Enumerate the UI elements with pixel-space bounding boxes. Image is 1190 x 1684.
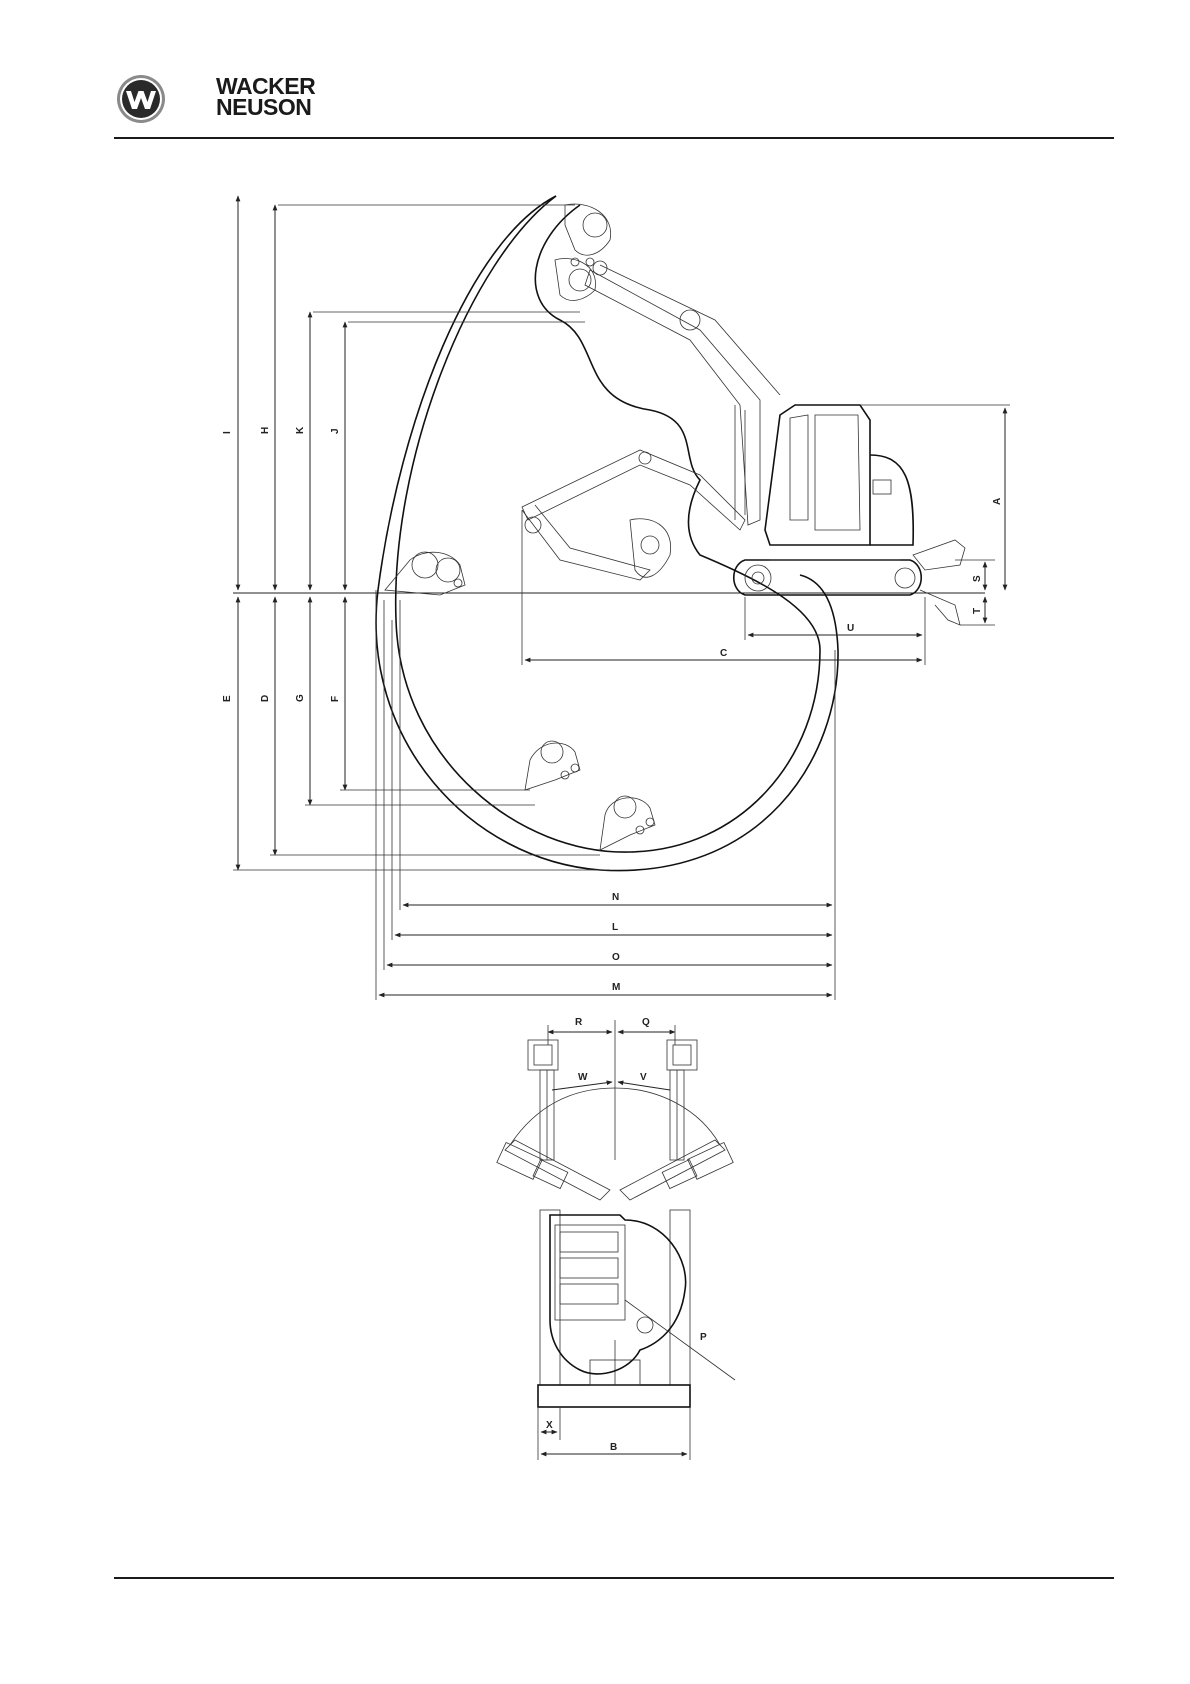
label-C: C [720, 648, 727, 659]
label-H: H [260, 427, 271, 434]
label-P: P [700, 1332, 707, 1343]
label-W: W [578, 1072, 588, 1083]
label-F: F [330, 696, 341, 702]
label-I: I [222, 431, 233, 434]
excavator-body [734, 405, 965, 625]
label-D: D [260, 695, 271, 702]
label-E: E [222, 695, 233, 702]
label-X: X [546, 1420, 553, 1431]
label-M: M [612, 982, 620, 993]
label-A: A [992, 498, 1003, 505]
boom-raised [585, 261, 780, 525]
footer-rule [114, 1577, 1114, 1579]
top-view: R Q W V P X B [497, 1017, 735, 1460]
top-undercarriage [538, 1210, 690, 1407]
boom-offset-right [667, 1040, 697, 1160]
top-upperstructure [550, 1215, 735, 1380]
horizontal-dimensions-upper [522, 510, 925, 665]
vertical-dimensions [233, 196, 610, 870]
label-N: N [612, 892, 619, 903]
label-U: U [847, 623, 854, 634]
bucket-dig-2 [600, 796, 655, 850]
label-S: S [972, 575, 983, 582]
label-G: G [295, 694, 306, 702]
reach-envelope-outer [376, 196, 838, 871]
right-dimensions [860, 405, 1010, 625]
label-R: R [575, 1017, 583, 1028]
boom-offset-left [528, 1040, 558, 1160]
label-T: T [972, 608, 983, 614]
side-view: I H K J E D G F A S T U C N L O M [222, 196, 1010, 1000]
reach-envelope-inner [396, 196, 820, 852]
boom-swing-left [497, 1140, 610, 1200]
label-L: L [612, 922, 618, 933]
bucket-dig-1 [525, 741, 580, 790]
label-O: O [612, 952, 620, 963]
top-dimensions [538, 1025, 690, 1460]
label-K: K [295, 426, 306, 434]
label-Q: Q [642, 1017, 650, 1028]
label-B: B [610, 1442, 617, 1453]
boom-swing-right [620, 1140, 733, 1200]
label-J: J [330, 428, 341, 434]
label-V: V [640, 1072, 647, 1083]
